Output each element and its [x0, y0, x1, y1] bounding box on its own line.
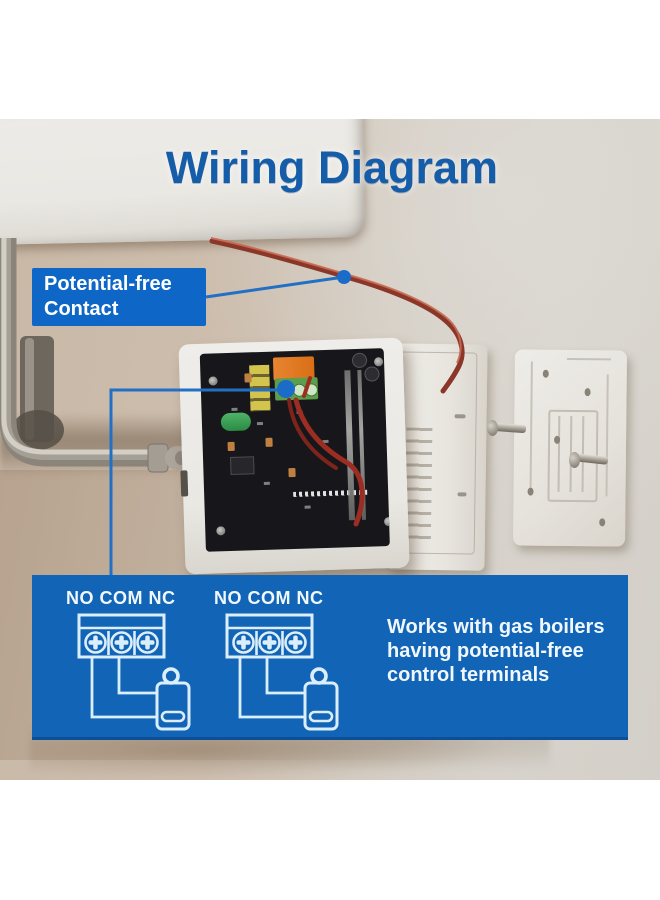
boiler-icon	[303, 667, 339, 731]
terminal-screw-icons	[236, 635, 303, 650]
note-line-1: Works with gas boilers	[387, 616, 605, 638]
page-title: Wiring Diagram	[165, 142, 499, 193]
terminal-diagram-1: NO COM NC	[60, 588, 200, 731]
potential-free-contact-label: Potential-free Contact	[32, 268, 206, 326]
wire-no	[238, 657, 305, 719]
mounting-screw-head	[569, 452, 580, 468]
terminal-labels: NO COM NC	[66, 588, 176, 608]
terminal-diagram-drawing	[225, 613, 339, 731]
callout-line-2: Contact	[44, 298, 119, 320]
callout-line-1: Potential-free	[44, 273, 172, 295]
installation-photo: Wiring Diagram Potential-free Contact NO…	[0, 119, 660, 780]
note-text: Works with gas boilers having potential-…	[387, 615, 632, 687]
red-wire	[209, 238, 465, 394]
wire-com	[117, 657, 157, 695]
callout-dot	[337, 270, 351, 284]
callout-line	[205, 275, 345, 299]
note-line-2: having potential-free	[387, 640, 584, 662]
terminal-diagram-drawing	[77, 613, 191, 731]
boiler-icon	[155, 667, 191, 731]
wire-no	[90, 657, 157, 719]
note-line-3: control terminals	[387, 664, 550, 686]
terminal-labels: NO COM NC	[214, 588, 324, 608]
wiring-panel: NO COM NC	[32, 575, 628, 740]
wire-com	[265, 657, 305, 695]
terminal-diagram-2: NO COM NC	[208, 588, 348, 731]
callout-dot	[277, 380, 295, 398]
callout-line	[109, 388, 283, 577]
annotation-overlay	[109, 237, 465, 577]
mounting-screw-head	[487, 420, 498, 436]
terminal-screw-icons	[88, 635, 155, 650]
red-wire-pcb	[293, 397, 365, 527]
